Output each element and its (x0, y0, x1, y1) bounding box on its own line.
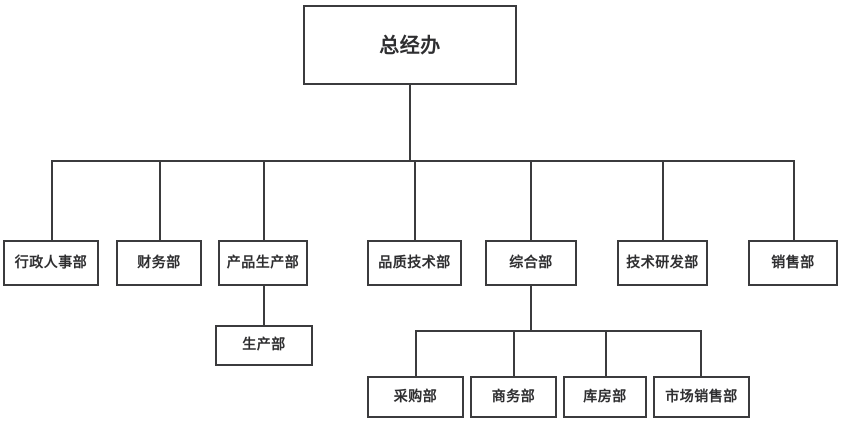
connector-general-affairs-stem (530, 286, 532, 331)
connector-drop-sales (793, 160, 795, 240)
connector-drop-business (513, 330, 515, 376)
node-finance-department[interactable]: 财务部 (116, 240, 202, 286)
connector-drop-admin-hr (51, 160, 53, 240)
node-market-sales-department[interactable]: 市场销售部 (653, 376, 750, 418)
connector-drop-warehouse (605, 330, 607, 376)
node-sales-department[interactable]: 销售部 (748, 240, 838, 286)
node-purchasing-department[interactable]: 采购部 (367, 376, 464, 418)
connector-production-branch (263, 286, 265, 325)
node-admin-hr-department[interactable]: 行政人事部 (3, 240, 99, 286)
node-warehouse-department[interactable]: 库房部 (563, 376, 647, 418)
node-rnd-department[interactable]: 技术研发部 (617, 240, 708, 286)
connector-level1-bus (51, 160, 793, 162)
node-business-department[interactable]: 商务部 (470, 376, 557, 418)
node-general-affairs-department[interactable]: 综合部 (485, 240, 577, 286)
connector-drop-purchasing (415, 330, 417, 376)
connector-drop-product-production (263, 160, 265, 240)
node-root-general-manager-office[interactable]: 总经办 (303, 5, 517, 85)
connector-root-stem (409, 85, 411, 161)
connector-drop-market-sales (700, 330, 702, 376)
node-product-production-department[interactable]: 产品生产部 (218, 240, 308, 286)
connector-drop-quality-tech (414, 160, 416, 240)
connector-level2-bus (415, 330, 702, 332)
connector-drop-finance (159, 160, 161, 240)
connector-drop-rnd (662, 160, 664, 240)
node-production-department[interactable]: 生产部 (215, 325, 313, 366)
connector-drop-general-affairs (530, 160, 532, 240)
node-quality-technology-department[interactable]: 品质技术部 (367, 240, 462, 286)
